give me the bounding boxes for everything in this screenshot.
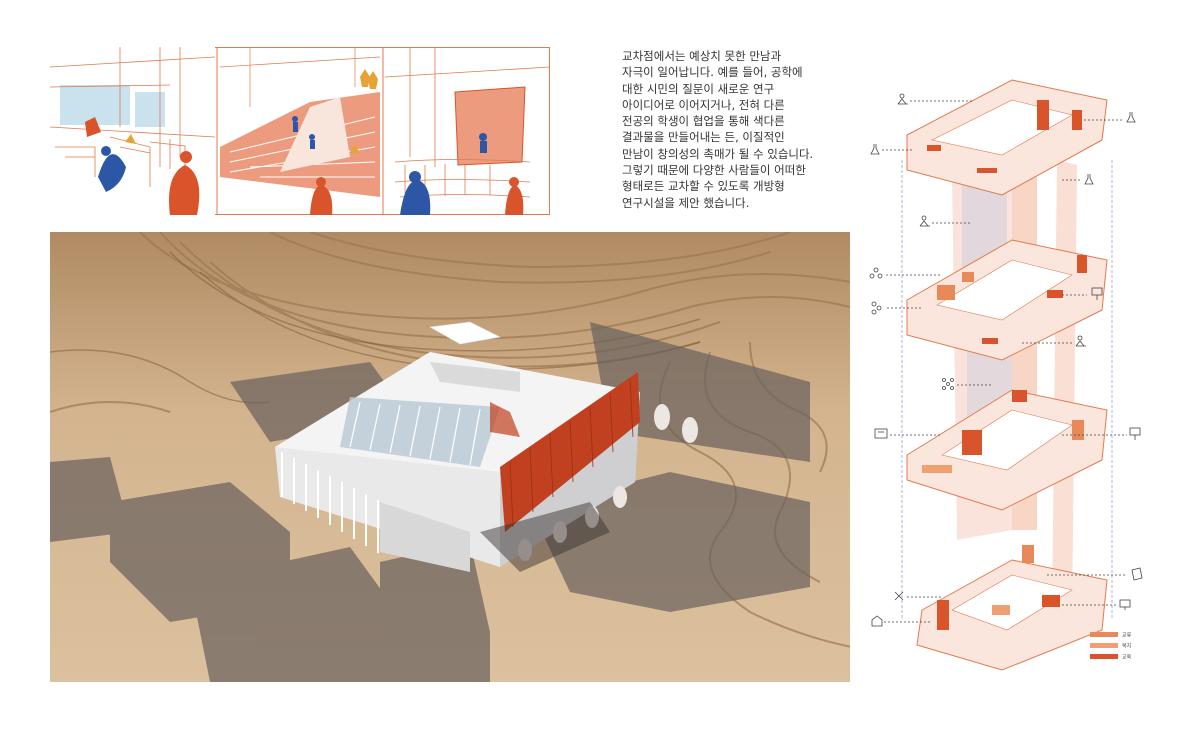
plaza-shadow (480, 502, 610, 572)
perspective-sketch-strip (50, 47, 550, 215)
red-facade (500, 372, 640, 532)
flask-icon (1084, 174, 1094, 185)
paragraph-line: 교차점에서는 예상치 못한 만남과 (622, 49, 782, 63)
main-building (275, 321, 640, 572)
paragraph-line: 그렇기 때문에 다양한 사람들이 어떠한 (622, 163, 806, 178)
floor-plate-4 (906, 79, 1108, 196)
whiteboard-icon (874, 428, 888, 439)
site-model-render (50, 232, 850, 682)
legend-swatch-2 (1090, 654, 1118, 659)
description-paragraph: 교차점에서는 예상치 못한 만남과 자극이 일어납니다. 예를 들어, 공학에 … (622, 48, 862, 211)
flask-icon (1126, 112, 1136, 123)
exploded-axon-diagram: 교류 복지 교육 (869, 79, 1143, 671)
tools-icon (894, 591, 904, 601)
paragraph-line: 자극이 일어납니다. 예를 들어, 공학에 (622, 65, 803, 80)
group-meeting-icon (871, 301, 882, 315)
flag-icon (1131, 567, 1143, 581)
sketch-panel-cafe (50, 47, 216, 215)
legend-swatch-0 (1090, 632, 1118, 637)
sketch-panel-lecture (384, 47, 550, 215)
paragraph-line: 전공의 학생이 협업을 통해 색다른 (622, 114, 785, 129)
context-buildings (50, 322, 810, 682)
flask-icon (870, 144, 880, 155)
scientist-at-desk-icon (919, 215, 930, 227)
paragraph-line: 연구시설을 제안 했습니다. (622, 195, 750, 210)
monitor-icon (1119, 599, 1131, 610)
floor-plate-3 (906, 239, 1108, 361)
group-meeting-icon (869, 267, 883, 279)
legend-label-2: 교육 (1122, 655, 1132, 661)
callout-leaders (882, 100, 1127, 623)
sketch-panel-stairs (219, 47, 381, 215)
paragraph-line: 만남이 창의성의 촉매가 될 수 있습니다. (622, 146, 814, 161)
presentation-icon (1129, 427, 1141, 440)
floor-plate-2 (906, 389, 1108, 511)
paragraph-line: 형태로든 교차할 수 있도록 개방형 (622, 179, 785, 194)
scientist-at-desk-icon (1075, 335, 1086, 347)
paragraph-line: 대한 시민의 질문이 새로운 연구 (622, 81, 775, 96)
paragraph-line: 결과물을 만들어내는 든, 이질적인 (622, 130, 785, 145)
paragraph-line: 아이디어로 이어지거나, 전혀 다른 (622, 97, 785, 112)
legend: 교류 복지 교육 (1090, 632, 1132, 661)
scientist-at-desk-icon (897, 93, 908, 105)
presentation-icon (1091, 287, 1103, 300)
legend-swatch-1 (1090, 643, 1118, 648)
legend-label-0: 교류 (1122, 633, 1132, 639)
floor-plate-1 (916, 545, 1108, 671)
dashed-guides (901, 160, 1113, 620)
house-icon (871, 615, 883, 627)
legend-label-1: 복지 (1122, 643, 1131, 650)
network-icon (942, 378, 954, 390)
